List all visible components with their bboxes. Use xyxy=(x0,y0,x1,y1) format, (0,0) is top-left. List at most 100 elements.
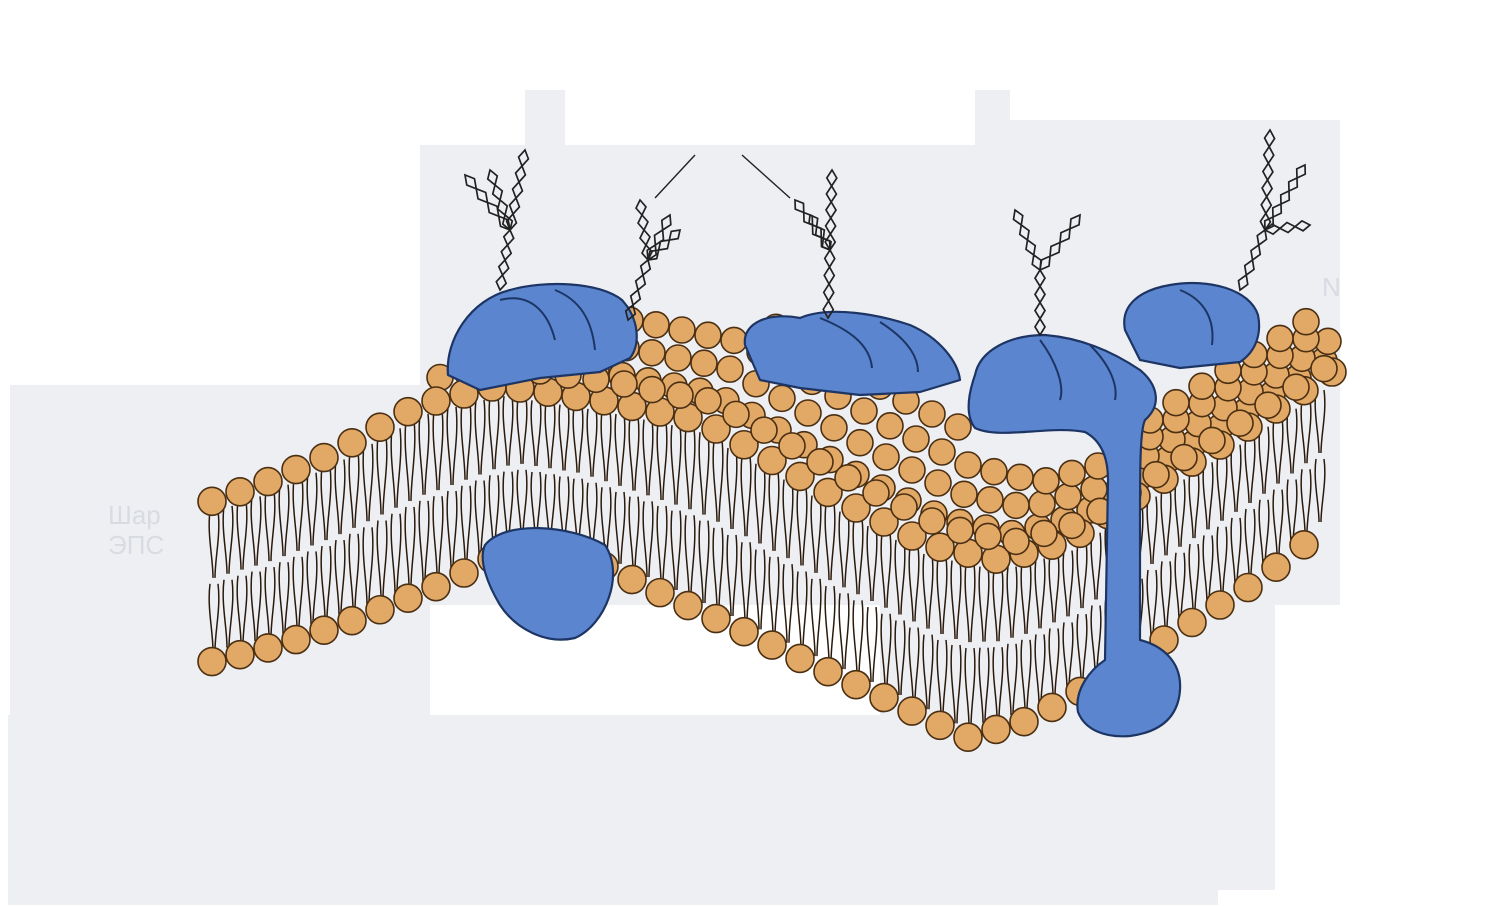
upper-tail xyxy=(363,444,373,521)
lower-tail xyxy=(825,586,835,663)
upper-head-row2 xyxy=(723,401,749,427)
lower-head xyxy=(254,634,282,662)
upper-tail xyxy=(881,533,891,608)
upper-tail xyxy=(1007,567,1017,638)
lower-tail xyxy=(993,647,1003,719)
lower-tail xyxy=(699,521,709,603)
lower-tail xyxy=(349,534,359,610)
upper-tail xyxy=(545,403,555,469)
upper-tail xyxy=(461,404,471,480)
upper-tail xyxy=(433,411,443,491)
back-head-r2 xyxy=(981,459,1007,485)
lower-head xyxy=(450,559,478,587)
back-head-r1 xyxy=(925,470,951,496)
lower-head xyxy=(926,711,954,739)
upper-tail xyxy=(951,561,961,639)
lower-tail xyxy=(671,511,681,590)
back-head-r1 xyxy=(1055,484,1081,510)
lower-tail xyxy=(237,576,247,645)
lower-tail xyxy=(979,648,989,723)
upper-tail xyxy=(839,512,849,588)
back-head-r3 xyxy=(919,401,945,427)
upper-tail xyxy=(937,558,947,634)
upper-tail xyxy=(573,407,583,473)
lower-tail xyxy=(629,497,639,571)
back-head-r4 xyxy=(1189,373,1215,399)
upper-head-row2 xyxy=(1311,356,1337,382)
lower-tail xyxy=(1049,628,1059,696)
lower-tail xyxy=(1175,553,1185,620)
upper-tail xyxy=(503,396,513,465)
lower-tail xyxy=(321,546,331,619)
upper-tail xyxy=(713,440,723,522)
lower-tail xyxy=(951,645,961,723)
upper-tail xyxy=(1161,488,1171,555)
lower-tail xyxy=(517,470,527,536)
oligosaccharide-chain-5 xyxy=(1239,230,1267,290)
upper-tail xyxy=(307,473,317,546)
lower-head xyxy=(702,605,730,633)
back-head-r1 xyxy=(717,356,743,382)
upper-tail xyxy=(867,526,877,601)
lower-tail xyxy=(1147,570,1157,637)
upper-tail xyxy=(1203,462,1213,529)
upper-head-row2 xyxy=(611,371,637,397)
back-head-r1 xyxy=(639,340,665,366)
upper-head-row2 xyxy=(1031,520,1057,546)
lower-tail xyxy=(839,593,849,669)
upper-head xyxy=(254,468,282,496)
lower-head xyxy=(730,618,758,646)
upper-head-row2 xyxy=(863,480,889,506)
upper-tail xyxy=(517,398,527,464)
upper-tail xyxy=(615,414,625,486)
upper-head xyxy=(226,478,254,506)
lower-tail xyxy=(223,580,233,648)
lower-tail xyxy=(1217,527,1227,594)
lower-tail xyxy=(881,614,891,689)
upper-tail xyxy=(727,448,737,529)
peripheral-protein-body xyxy=(483,528,613,640)
lower-head xyxy=(842,671,870,699)
lower-tail xyxy=(265,567,275,637)
back-head-r2 xyxy=(695,322,721,348)
lower-tail xyxy=(923,635,933,710)
upper-tail xyxy=(755,464,765,544)
lower-head xyxy=(982,715,1010,743)
back-head-r2 xyxy=(721,327,747,353)
back-head-r1 xyxy=(1003,492,1029,518)
upper-tail xyxy=(671,425,681,504)
lower-head xyxy=(618,566,646,594)
upper-head-row2 xyxy=(667,382,693,408)
back-head-r1 xyxy=(1029,491,1055,517)
upper-tail xyxy=(237,501,247,570)
upper-tail xyxy=(531,400,541,466)
upper-head-row2 xyxy=(835,465,861,491)
upper-head-row2 xyxy=(807,449,833,475)
upper-tail xyxy=(1063,551,1073,617)
lower-head xyxy=(898,697,926,725)
upper-tail xyxy=(769,472,779,551)
back-head-r2 xyxy=(1007,464,1033,490)
upper-head-row2 xyxy=(695,388,721,414)
upper-head-row2 xyxy=(1227,410,1253,436)
lower-tail xyxy=(251,572,261,641)
upper-tail xyxy=(293,479,303,551)
upper-tail xyxy=(391,428,401,507)
lower-tail xyxy=(685,515,695,596)
upper-tail xyxy=(1315,390,1325,453)
lower-head xyxy=(1290,531,1318,559)
lower-tail xyxy=(615,492,625,564)
upper-tail xyxy=(1245,436,1255,503)
oligosaccharide-chain-4 xyxy=(1035,270,1045,335)
upper-tail xyxy=(643,420,653,496)
upper-tail xyxy=(1147,497,1157,564)
lower-tail xyxy=(1189,544,1199,611)
lower-head xyxy=(422,573,450,601)
lower-head xyxy=(282,626,310,654)
lower-tail xyxy=(1091,605,1101,672)
lower-tail xyxy=(1301,469,1311,533)
upper-tail xyxy=(811,496,821,573)
upper-tail xyxy=(587,409,597,477)
oligosaccharide-chain-3 xyxy=(825,170,837,250)
